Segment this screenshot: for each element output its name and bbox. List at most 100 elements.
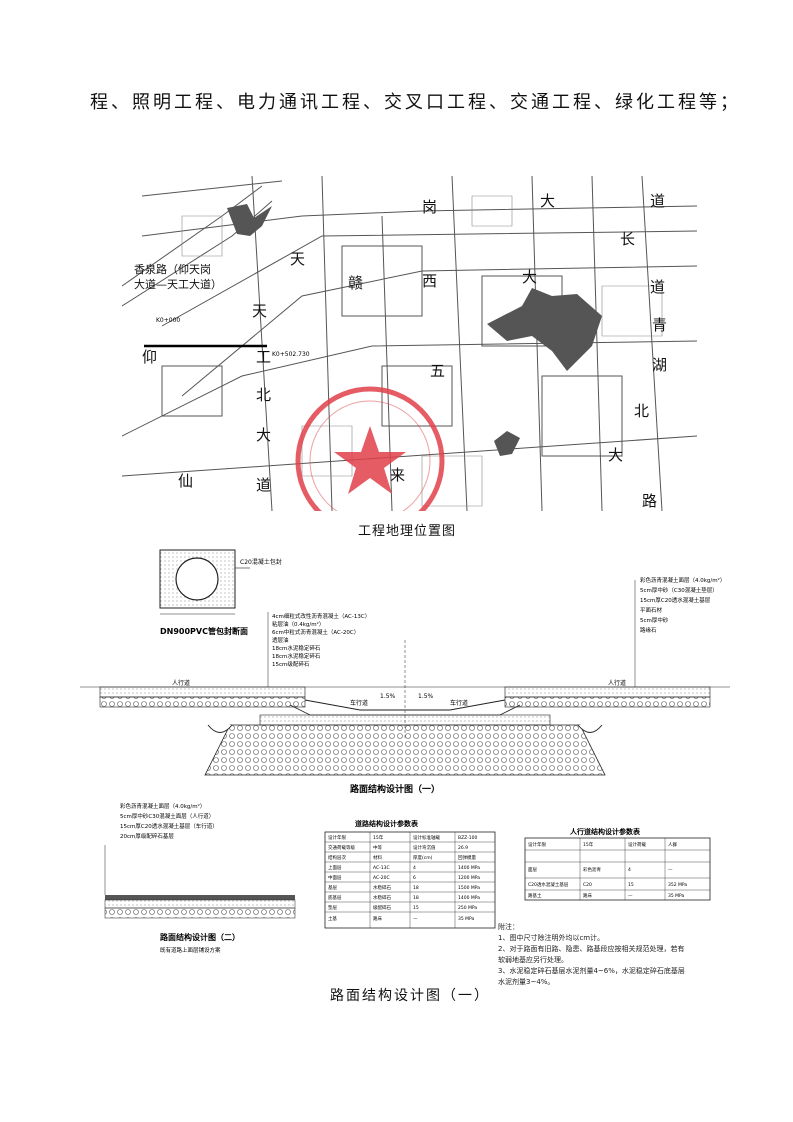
street-char: 仙 xyxy=(178,472,193,490)
layer-left: 15cm级配碎石 xyxy=(272,660,310,668)
table1-cell: AC-13C xyxy=(373,865,390,871)
sidewalk-structure-table: 人行道结构设计参数表 设计年限 15年 设计荷载 人群 面层 彩色沥青 4 — … xyxy=(524,827,711,901)
table1-cell: 设计年限 xyxy=(328,834,346,841)
layer-right: 彩色沥青混凝土面层（4.0kg/m²） xyxy=(640,576,725,584)
street-char: 工 xyxy=(256,348,271,366)
drawing-notes: 附注： 1、图中尺寸除注明外均以cm计。 2、对于路面有旧路、隐患、路基段应按相… xyxy=(498,922,738,988)
table1-cell: 水稳碎石 xyxy=(373,894,391,901)
sub-title: 路面结构设计图（二） xyxy=(160,932,240,942)
table1-cell: 1400 MPa xyxy=(458,895,480,901)
sub-subtitle: 既有道路上面层铺设方案 xyxy=(160,946,221,954)
table1-cell: — xyxy=(413,917,418,922)
layer-right: 5cm厚中砂（C30混凝土垫层） xyxy=(640,586,718,594)
layer-right: 平面石材 xyxy=(640,606,663,614)
street-char: 大 xyxy=(608,446,623,464)
pond-shape-1 xyxy=(227,204,272,236)
table1-cell: 1500 MPa xyxy=(458,885,480,891)
sidewalk-left-label: 人行道 xyxy=(172,679,190,687)
road-label-line2: 大道—天工大道） xyxy=(134,278,222,291)
road-structure-table: 道路结构设计参数表 设计年限 15年 设计标准轴载 BZZ-100 交通荷载等级… xyxy=(324,819,496,929)
layer-right: 路缘石 xyxy=(640,626,657,634)
table2-title: 人行道结构设计参数表 xyxy=(570,827,641,836)
street-char: 大 xyxy=(256,426,271,444)
note-line: 1、图中尺寸除注明外均以cm计。 xyxy=(498,934,605,942)
table2-cell: 设计年限 xyxy=(528,841,546,848)
table2-cell: 15年 xyxy=(583,841,594,848)
layer-callouts-right: 彩色沥青混凝土面层（4.0kg/m²） 5cm厚中砂（C30混凝土垫层） 15c… xyxy=(634,576,725,687)
end-station-label: K0+502.730 xyxy=(272,351,310,358)
road-label: 香泉路（仰天岗 大道—天工大道） xyxy=(134,262,222,292)
street-char: 天 xyxy=(290,250,305,268)
table1-cell: AC-20C xyxy=(373,875,390,881)
slope-left-label: 1.5% xyxy=(380,693,396,700)
street-char: 五 xyxy=(430,362,445,380)
note-line: 3、水泥稳定碎石基层水泥剂量4~6%，水泥稳定碎石底基层 xyxy=(498,967,685,975)
table1-cell: 26.9 xyxy=(458,845,468,851)
street-char: 西 xyxy=(422,272,437,290)
pipe-section: C20混凝土包封 DN900PVC管包封断面 xyxy=(159,549,282,636)
start-station-label: K0+000 xyxy=(156,317,180,324)
carriageway-right-label: 车行道 xyxy=(450,699,468,707)
street-char: 青 xyxy=(652,316,667,334)
table1-cell: BZZ-100 xyxy=(458,835,478,841)
layer-left: 粘层油（0.4kg/m²） xyxy=(272,620,324,628)
layer-right: 15cm厚C20透水混凝土基层 xyxy=(640,596,711,604)
table1-cell: 4 xyxy=(413,865,416,871)
table1-cell: 15年 xyxy=(373,834,384,841)
street-char: 天 xyxy=(252,302,267,320)
table2-cell: 人群 xyxy=(668,841,677,848)
table2-cell: 15 xyxy=(628,882,634,888)
table2-cell: — xyxy=(628,894,633,899)
table1-cell: 250 MPa xyxy=(458,905,477,911)
table1-cell: 回弹模量 xyxy=(458,854,476,861)
sidewalk-right-label: 人行道 xyxy=(608,679,626,687)
road-cross-section: 人行道 人行道 车行道 车行道 1.5% 1.5% xyxy=(80,640,730,776)
layer-left: 18cm水泥稳定碎石 xyxy=(272,644,321,652)
table2-cell: 彩色沥青 xyxy=(583,866,601,873)
location-map: K0+000 K0+502.730 岗 大 道 长 天 赣 西 大 道 天 青 … xyxy=(122,176,697,511)
sub-structure: 彩色沥青混凝土面层（4.0kg/m²） 5cm厚中砂C30混凝土面层（人行道） … xyxy=(104,802,296,954)
table1-cell: 土基 xyxy=(328,915,337,922)
sub-layer: 20cm厚级配碎石基层 xyxy=(120,832,174,840)
street-char: 道 xyxy=(650,278,665,296)
street-char: 仰 xyxy=(142,348,157,366)
table1-cell: 18 xyxy=(413,885,419,891)
note-line: 软弱地基应另行处理。 xyxy=(498,956,568,964)
street-char: 赣 xyxy=(348,274,363,292)
table1-cell: 结构层次 xyxy=(328,854,346,861)
sub-layer: 5cm厚中砂C30混凝土面层（人行道） xyxy=(120,812,214,820)
page-heading: 程、照明工程、电力通讯工程、交叉口工程、交通工程、绿化工程等； xyxy=(90,92,741,113)
lake-shape xyxy=(487,288,602,371)
table2-cell: 面层 xyxy=(528,867,537,873)
table1-cell: 1400 MPa xyxy=(458,865,480,871)
pipe-label: C20混凝土包封 xyxy=(240,558,282,566)
company-seal xyxy=(295,386,445,511)
table1-cell: 路床 xyxy=(373,915,382,922)
map-svg: K0+000 K0+502.730 岗 大 道 长 天 赣 西 大 道 天 青 … xyxy=(122,176,697,511)
table1-cell: 1200 MPa xyxy=(458,875,480,881)
sub-layer: 15cm厚C20透水混凝土基层（车行道） xyxy=(120,822,218,830)
table2-cell: C20透水混凝土基层 xyxy=(528,881,569,888)
structure-drawing: C20混凝土包封 DN900PVC管包封断面 人行道 人行道 车行道 车行道 1… xyxy=(60,540,750,980)
table2-cell: 35 MPa xyxy=(668,893,685,899)
notes-title: 附注： xyxy=(498,923,519,931)
street-char: 北 xyxy=(634,402,649,420)
street-char: 大 xyxy=(522,268,537,286)
street-char: 北 xyxy=(256,386,271,404)
table1-cell: 厚度(cm) xyxy=(413,854,433,861)
layer-left: 6cm中粒式沥青混凝土（AC-20C） xyxy=(272,628,359,636)
table1-cell: 设计标准轴载 xyxy=(413,834,440,841)
street-char: 来 xyxy=(390,466,405,484)
road-label-line1: 香泉路（仰天岗 xyxy=(134,263,211,276)
street-char: 道 xyxy=(650,192,665,210)
table1-cell: 中等 xyxy=(373,844,382,851)
map-caption: 工程地理位置图 xyxy=(358,524,457,539)
table1-cell: 底基层 xyxy=(328,894,342,901)
slope-right-label: 1.5% xyxy=(418,693,434,700)
table1-cell: 35 MPa xyxy=(458,916,475,922)
layer-callouts-left: 4cm细粒式改性沥青混凝土（AC-13C） 粘层油（0.4kg/m²） 6cm中… xyxy=(267,612,370,687)
table1-cell: 设计弯沉值 xyxy=(413,844,436,851)
table1-cell: 级配碎石 xyxy=(373,904,391,911)
note-line: 2、对于路面有旧路、隐患、路基段应按相关规范处理，若有 xyxy=(498,945,685,953)
street-char: 路 xyxy=(642,492,657,510)
